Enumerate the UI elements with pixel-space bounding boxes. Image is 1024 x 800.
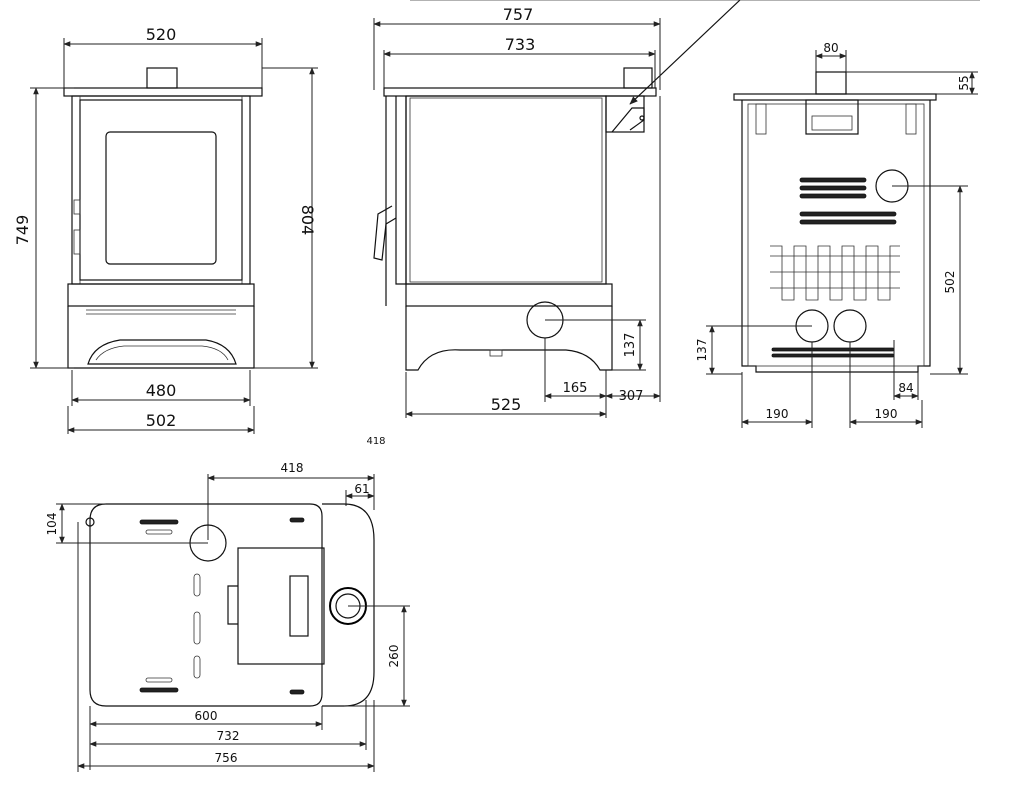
front-total-height-label: 804 xyxy=(298,205,317,236)
rear-flue-height-label: 55 xyxy=(957,75,971,90)
plan-top-label: 418 xyxy=(366,436,385,447)
rear-left-inlet-label: 190 xyxy=(766,407,789,421)
rear-right-inlet-label: 190 xyxy=(875,407,898,421)
front-body-height-label: 749 xyxy=(13,215,32,246)
rear-inlet-height-label: 137 xyxy=(695,339,709,362)
rear-lower-grille xyxy=(771,347,895,358)
side-rear-offset-label: 307 xyxy=(619,389,644,404)
front-top-width-label: 520 xyxy=(146,25,177,44)
side-overall-depth-label: 757 xyxy=(503,5,534,24)
rear-flue-width-label: 80 xyxy=(823,41,838,55)
plan-slots xyxy=(139,517,305,695)
side-base-depth-label: 525 xyxy=(491,395,522,414)
front-base-width-label: 502 xyxy=(146,411,177,430)
plan-view: 418 418 61 xyxy=(45,436,410,772)
rear-view: 80 55 xyxy=(695,41,978,428)
plan-rear-outlet-label: 260 xyxy=(387,645,401,668)
side-inlet-offset-label: 165 xyxy=(563,381,588,396)
front-body-width-label: 480 xyxy=(146,381,177,400)
plan-flue-depth-label: 104 xyxy=(45,513,59,536)
side-view: 757 733 137 165 xyxy=(373,0,980,418)
plan-width-732-label: 732 xyxy=(217,729,240,743)
plan-width-756-label: 756 xyxy=(215,751,238,765)
plan-flue-offset-label: 418 xyxy=(281,461,304,475)
plan-width-600-label: 600 xyxy=(195,709,218,723)
front-grille xyxy=(86,309,236,315)
side-inlet-height-label: 137 xyxy=(623,333,638,358)
rear-outlet-side-label: 84 xyxy=(898,381,913,395)
side-top-depth-label: 733 xyxy=(505,35,536,54)
front-view: 520 749 804 xyxy=(13,25,318,434)
rear-upper-grille xyxy=(799,177,897,225)
rear-outlet-height-label: 502 xyxy=(943,271,957,294)
plan-edge-offset-label: 61 xyxy=(354,482,369,496)
rear-heat-exchanger xyxy=(770,245,900,301)
